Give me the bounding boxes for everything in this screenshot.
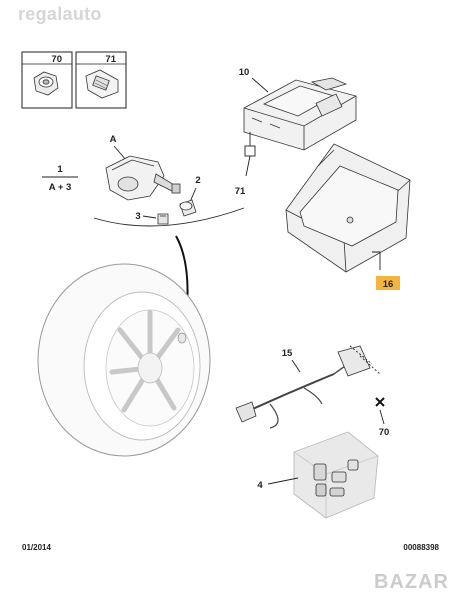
callout-1-group: 1 A + 3: [42, 164, 78, 193]
valve-core-part-3: 3: [135, 211, 169, 225]
control-module-part-10: 10: [239, 67, 357, 151]
cable-harness-part-15: 15: [235, 345, 381, 429]
legend-box-nut: 70: [21, 51, 73, 109]
callout-15-label: 15: [282, 348, 293, 359]
nut-icon: [33, 71, 59, 96]
callout-2-label: 2: [195, 175, 200, 186]
repair-kit-part-4: 4: [257, 431, 379, 519]
regalauto-watermark: regalauto: [18, 4, 102, 24]
legend-label-70: 70: [51, 54, 62, 65]
legend-box-valve-cap: 71: [75, 51, 127, 109]
diagram-date: 01/2014: [22, 543, 51, 552]
connector-part-71: 71: [235, 132, 256, 197]
screw-part-70: 70: [375, 397, 390, 438]
wheel-tire: [37, 263, 211, 457]
bracket-part-16: 16: [285, 143, 411, 290]
callout-16-highlight: [376, 276, 400, 290]
callout-4-label: 4: [257, 480, 263, 491]
callout-70-label: 70: [379, 427, 390, 438]
callout-16-label: 16: [383, 279, 394, 290]
valve-cap-icon: [85, 69, 119, 99]
callout-3-label: 3: [135, 211, 140, 222]
diagram-reference: 00088398: [403, 543, 439, 552]
bazar-watermark: BAZAR: [374, 571, 449, 593]
callout-a-label: A: [110, 134, 117, 145]
callout-1-label: 1: [57, 164, 63, 175]
callout-10-label: 10: [239, 67, 250, 78]
tpms-sensor: A: [105, 134, 181, 201]
legend-label-71: 71: [105, 54, 116, 65]
valve-cap-part-2: 2: [179, 175, 201, 217]
callout-1-formula: A + 3: [49, 182, 72, 193]
callout-71-label: 71: [235, 186, 246, 197]
